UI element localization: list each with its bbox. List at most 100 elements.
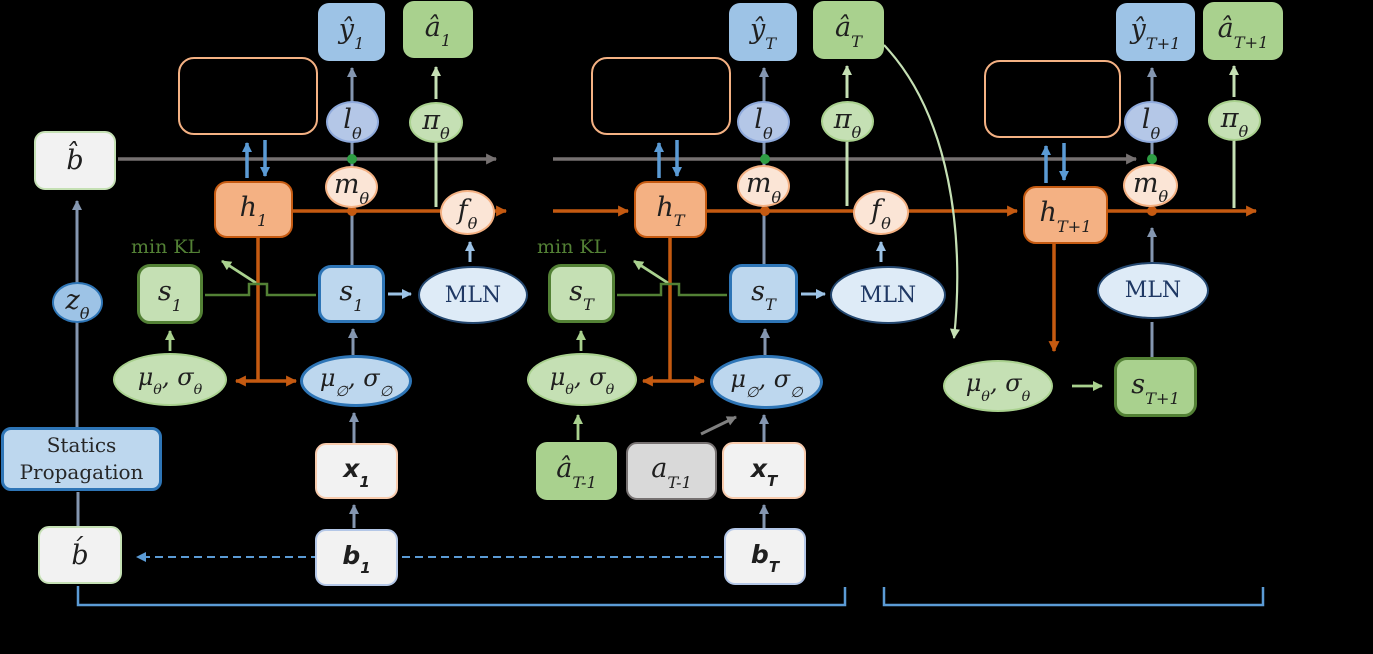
- label: mθ: [333, 169, 370, 208]
- yhat-T-box: ŷT: [729, 3, 797, 61]
- label: πθ: [1220, 102, 1249, 142]
- memory-m-theta-T-plus-1: mθ: [1123, 164, 1178, 207]
- label: MLN: [444, 282, 502, 308]
- posterior-state-s-1: s1: [318, 265, 385, 323]
- hidden-state-h-T: hT: [634, 181, 707, 238]
- prior-state-s-T: sT: [548, 264, 615, 323]
- hidden-state-h-1: h1: [214, 181, 293, 238]
- phase-bracket-right: [882, 587, 1265, 607]
- observation-x-1: x1: [315, 443, 398, 499]
- memory-box-T-plus-1: [984, 60, 1121, 138]
- label: h1: [239, 191, 268, 231]
- memory-m-theta-1: mθ: [325, 166, 378, 208]
- transition-f-theta-T: fθ: [853, 190, 909, 235]
- label: xT: [750, 453, 778, 491]
- label: x1: [343, 454, 370, 491]
- label: mθ: [745, 168, 782, 207]
- label: μθ, σθ: [549, 362, 615, 399]
- mu-sigma-phi-1: μ∅, σ∅: [300, 355, 412, 407]
- label: bT: [750, 539, 780, 577]
- action-input-arrow: [700, 415, 737, 436]
- action-a-T-minus-1-box: aT-1: [626, 442, 717, 500]
- mln-T: MLN: [830, 266, 946, 324]
- belief-b-T: bT: [724, 528, 806, 585]
- phase-brackets: [76, 586, 1265, 607]
- policy-pi-theta-1: πθ: [409, 102, 463, 143]
- memory-box-1: [178, 57, 318, 135]
- label: b̂: [66, 145, 84, 176]
- label: lθ: [343, 104, 362, 143]
- mu-sigma-theta-1: μθ, σθ: [113, 353, 227, 406]
- mln-connection-lines: [388, 241, 886, 299]
- label: b́: [71, 539, 89, 571]
- likelihood-l-theta-T-plus-1: lθ: [1124, 101, 1178, 143]
- label: b1: [342, 540, 371, 578]
- label: mθ: [1132, 167, 1169, 207]
- label: sT+1: [1131, 369, 1180, 408]
- label: s1: [157, 276, 183, 315]
- ahat-T-minus-1-box: âT-1: [536, 442, 617, 500]
- label: πθ: [833, 103, 862, 143]
- label: hT+1: [1039, 197, 1092, 236]
- memory-readwrite-arrows: [242, 140, 1069, 183]
- posterior-state-s-T: sT: [729, 264, 798, 323]
- mln-1: MLN: [418, 266, 528, 324]
- label: ŷT+1: [1130, 14, 1181, 53]
- yhat-1-box: ŷ1: [318, 3, 385, 61]
- junction-dots: [347, 154, 1157, 216]
- prior-state-s-1: s1: [137, 264, 203, 324]
- label: s1: [339, 276, 364, 315]
- label: fθ: [871, 194, 891, 234]
- kl-bridge-lines: [205, 282, 727, 297]
- memory-m-theta-T: mθ: [737, 165, 790, 207]
- label: lθ: [754, 104, 773, 143]
- label: μθ, σθ: [965, 369, 1031, 405]
- label: zθ: [65, 284, 90, 324]
- label: âT+1: [1217, 13, 1269, 52]
- label: âT: [835, 12, 862, 51]
- policy-pi-theta-T: πθ: [821, 101, 874, 142]
- label: μ∅, σ∅: [319, 364, 393, 400]
- hidden-state-h-T-plus-1: hT+1: [1023, 186, 1108, 244]
- label: â1: [424, 11, 452, 51]
- label: lθ: [1141, 104, 1161, 143]
- yhat-T-plus-1-box: ŷT+1: [1116, 3, 1195, 61]
- label: sT: [751, 275, 776, 315]
- likelihood-l-theta-1: lθ: [326, 101, 379, 143]
- policy-pi-theta-T-plus-1: πθ: [1208, 100, 1261, 141]
- mu-sigma-theta-T: μθ, σθ: [527, 353, 637, 406]
- prior-state-s-T-plus-1: sT+1: [1114, 357, 1197, 417]
- ahat-T-plus-1-box: âT+1: [1203, 2, 1283, 60]
- ahat-1-box: â1: [403, 1, 473, 58]
- prior-sampling-arrows: [165, 259, 1103, 440]
- label: ŷ1: [338, 14, 365, 53]
- mu-sigma-theta-T-plus-1: μθ, σθ: [943, 360, 1053, 412]
- z-theta: zθ: [52, 282, 103, 323]
- ahat-T-box: âT: [813, 1, 884, 59]
- belief-b-1: b1: [315, 529, 398, 586]
- policy-action-lines: [431, 44, 1239, 339]
- label: MLN: [1124, 278, 1182, 303]
- min-kl-label-T: min KL: [537, 236, 607, 258]
- label: πθ: [422, 104, 450, 144]
- phase-bracket-left: [76, 586, 847, 607]
- min-kl-label-1: min KL: [131, 236, 201, 258]
- belief-b-prime-box: b́: [38, 526, 122, 584]
- label: aT-1: [651, 453, 692, 492]
- mu-sigma-phi-T: μ∅, σ∅: [710, 355, 823, 409]
- mln-T-plus-1: MLN: [1097, 262, 1209, 319]
- label: hT: [656, 191, 685, 231]
- label: ŷT: [749, 14, 777, 53]
- label: fθ: [457, 194, 478, 234]
- transition-f-theta-1: fθ: [440, 190, 495, 235]
- belief-b-hat-box: b̂: [34, 131, 116, 190]
- label: sT: [569, 275, 594, 315]
- label: MLN: [859, 282, 917, 308]
- label: μθ, σθ: [137, 362, 203, 399]
- likelihood-l-theta-T: lθ: [737, 101, 790, 143]
- deterministic-recurrence-lines: [234, 205, 1258, 387]
- label: μ∅, σ∅: [730, 365, 803, 401]
